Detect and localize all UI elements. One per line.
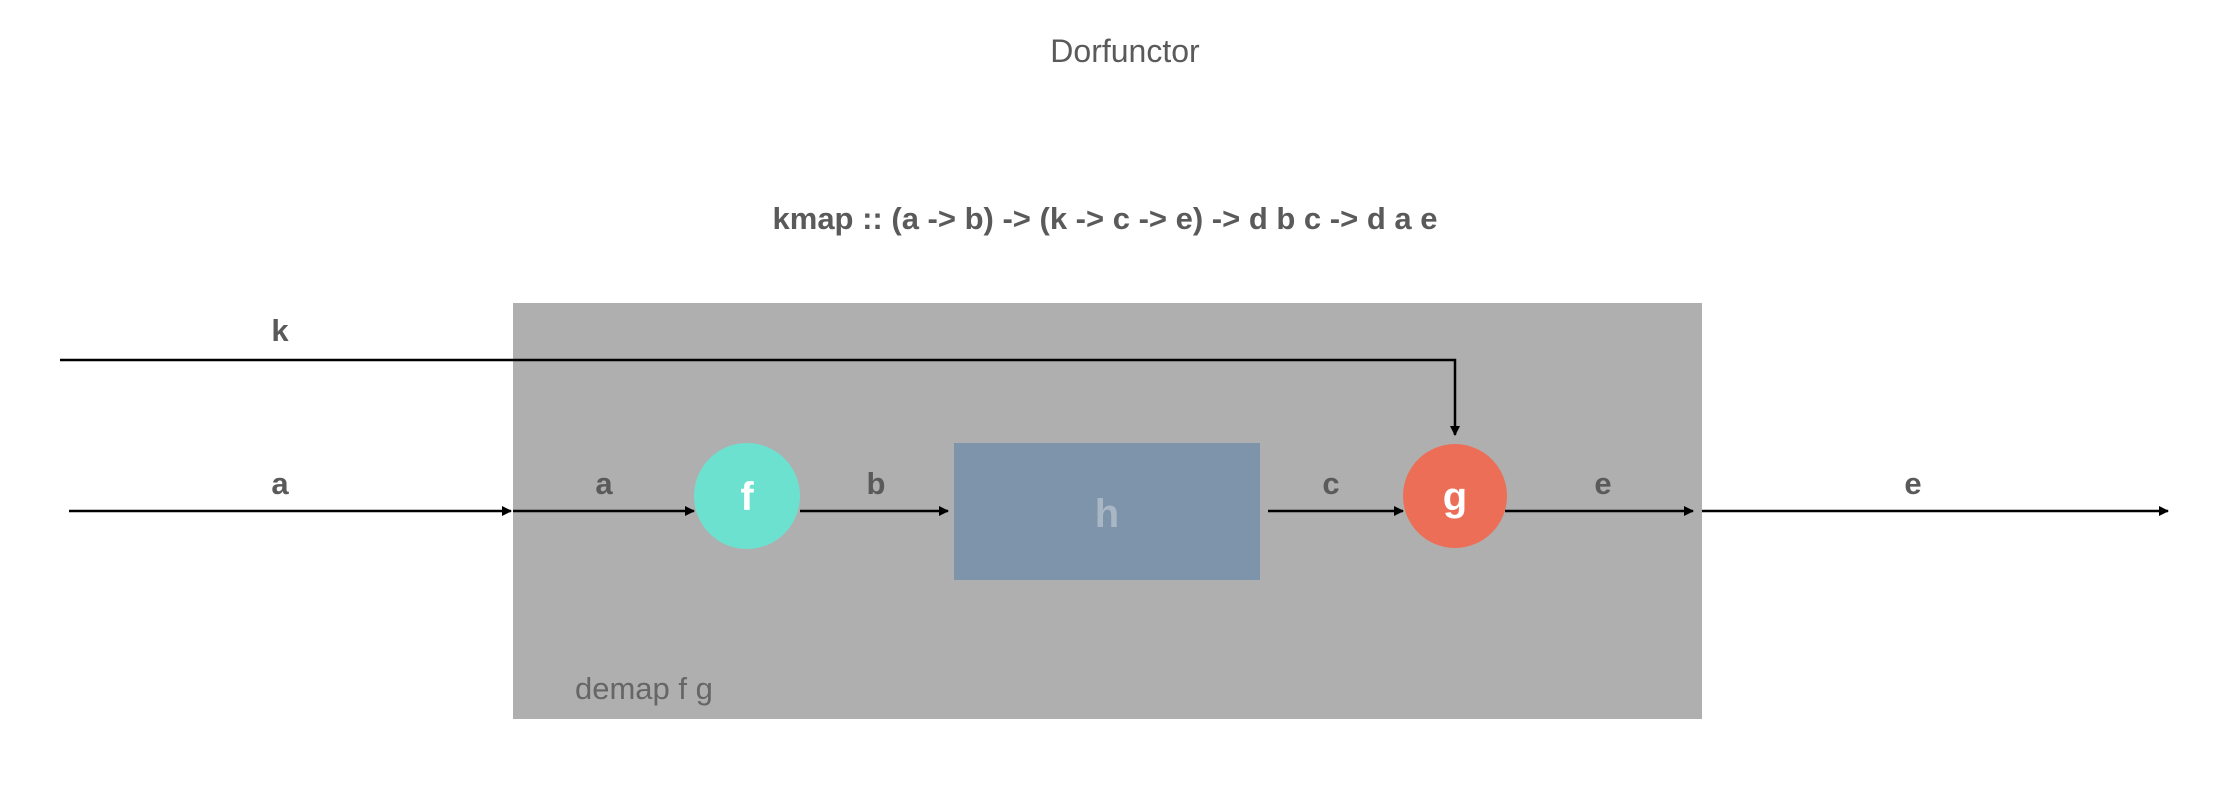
f-node (694, 443, 800, 549)
type-signature: kmap :: (a -> b) -> (k -> c -> e) -> d b… (773, 201, 1438, 236)
diagram-title: Dorfunctor (1050, 33, 1200, 69)
g-node-label: g (1443, 475, 1467, 519)
e-output-label: e (1904, 466, 1921, 501)
k-input-label: k (271, 313, 289, 348)
a-inner-label: a (595, 466, 613, 501)
g-node (1403, 444, 1507, 548)
h-node (954, 443, 1260, 580)
b-label: b (867, 466, 886, 501)
e-inner-label: e (1594, 466, 1611, 501)
h-node-label: h (1095, 492, 1119, 536)
a-input-label: a (271, 466, 289, 501)
f-node-label: f (740, 475, 754, 519)
c-label: c (1322, 466, 1339, 501)
k-wire (60, 358, 1460, 436)
container-caption: demap f g (575, 671, 713, 706)
